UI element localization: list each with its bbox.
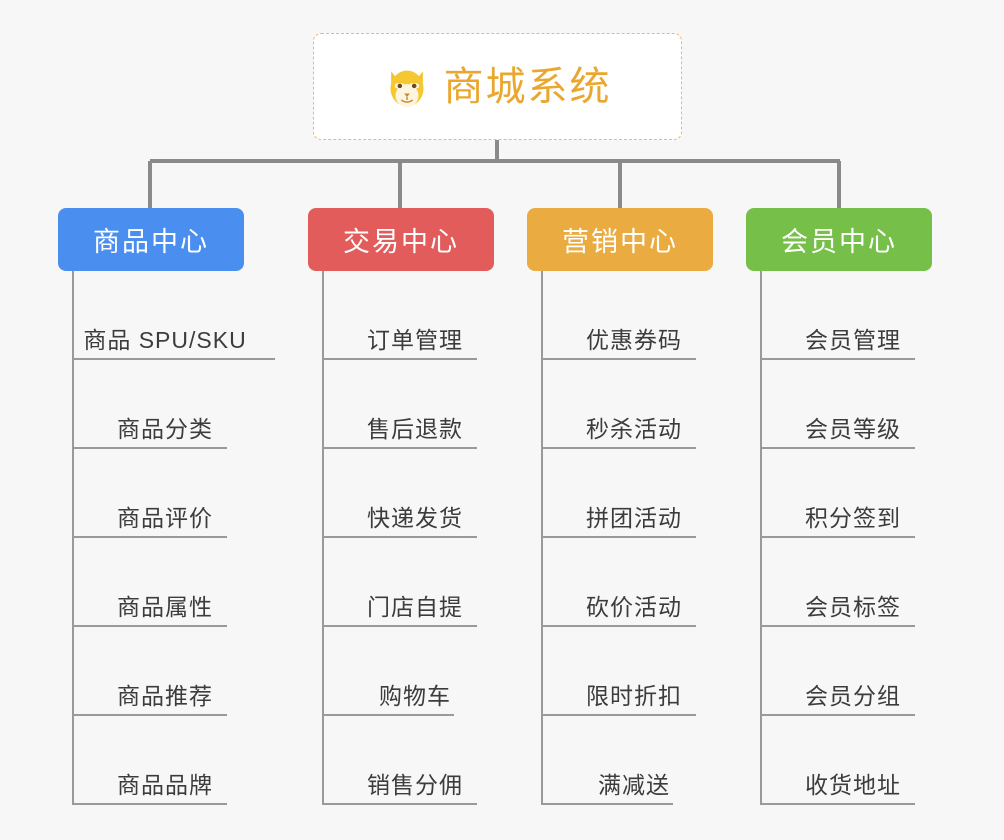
leaf-underline: [72, 714, 227, 716]
category-header-label: 会员中心: [781, 227, 897, 257]
leaf-underline: [760, 536, 915, 538]
column-marketing-center: 营销中心 优惠券码秒杀活动拼团活动砍价活动限时折扣满减送: [527, 208, 713, 805]
category-header-product-center[interactable]: 商品中心: [58, 208, 244, 271]
leaf-item[interactable]: 拼团活动: [541, 449, 727, 538]
category-header-label: 营销中心: [562, 227, 678, 257]
leaf-trunk-line: [760, 271, 762, 805]
leaf-item[interactable]: 快递发货: [322, 449, 508, 538]
leaf-item-label: 收货地址: [805, 772, 901, 798]
leaf-underline: [322, 625, 477, 627]
category-header-label: 交易中心: [343, 227, 459, 257]
shiba-dog-icon: [389, 69, 424, 107]
leaf-item[interactable]: 购物车: [322, 627, 508, 716]
leaf-item[interactable]: 积分签到: [760, 449, 946, 538]
leaf-item[interactable]: 商品评价: [72, 449, 258, 538]
leaf-underline: [322, 536, 477, 538]
leaf-underline: [72, 358, 275, 360]
leaf-underline: [760, 447, 915, 449]
leaf-item-label: 商品分类: [117, 416, 213, 442]
leaf-item[interactable]: 会员管理: [760, 271, 946, 360]
leaf-underline: [72, 625, 227, 627]
column-trade-center: 交易中心 订单管理售后退款快递发货门店自提购物车销售分佣: [308, 208, 494, 805]
leaf-item[interactable]: 会员等级: [760, 360, 946, 449]
leaf-list-marketing-center: 优惠券码秒杀活动拼团活动砍价活动限时折扣满减送: [541, 271, 727, 805]
leaf-item-label: 积分签到: [805, 505, 901, 531]
leaf-item[interactable]: 销售分佣: [322, 716, 508, 805]
leaf-underline: [541, 625, 696, 627]
leaf-underline: [322, 447, 477, 449]
leaf-item-label: 商品品牌: [117, 772, 213, 798]
leaf-item-label: 优惠券码: [586, 327, 682, 353]
leaf-underline: [541, 358, 696, 360]
leaf-item-label: 购物车: [379, 683, 451, 709]
category-header-marketing-center[interactable]: 营销中心: [527, 208, 713, 271]
root-node-title: 商城系统: [443, 64, 612, 109]
leaf-item[interactable]: 砍价活动: [541, 538, 727, 627]
root-node-mall-system[interactable]: 商城系统: [313, 33, 682, 140]
leaf-item-label: 会员等级: [805, 416, 901, 442]
leaf-item-label: 限时折扣: [586, 683, 682, 709]
leaf-item[interactable]: 售后退款: [322, 360, 508, 449]
leaf-underline: [322, 803, 477, 805]
leaf-item-label: 会员管理: [805, 327, 901, 353]
leaf-underline: [541, 536, 696, 538]
leaf-underline: [760, 803, 915, 805]
leaf-item-label: 拼团活动: [586, 505, 682, 531]
leaf-item[interactable]: 收货地址: [760, 716, 946, 805]
leaf-item[interactable]: 会员标签: [760, 538, 946, 627]
leaf-trunk-line: [541, 271, 543, 805]
leaf-underline: [541, 714, 696, 716]
leaf-item[interactable]: 限时折扣: [541, 627, 727, 716]
leaf-underline: [760, 358, 915, 360]
leaf-underline: [541, 803, 673, 805]
category-header-label: 商品中心: [93, 227, 209, 257]
category-header-member-center[interactable]: 会员中心: [746, 208, 932, 271]
leaf-item[interactable]: 会员分组: [760, 627, 946, 716]
leaf-item-label: 销售分佣: [367, 772, 463, 798]
leaf-item[interactable]: 满减送: [541, 716, 727, 805]
leaf-underline: [541, 447, 696, 449]
leaf-item[interactable]: 商品分类: [72, 360, 258, 449]
leaf-item[interactable]: 商品属性: [72, 538, 258, 627]
leaf-item-label: 会员标签: [805, 594, 901, 620]
leaf-list-product-center: 商品 SPU/SKU 商品分类商品评价商品属性商品推荐商品品牌: [72, 271, 275, 805]
leaf-item-label: 商品属性: [117, 594, 213, 620]
leaf-item-label: 快递发货: [367, 505, 463, 531]
category-header-trade-center[interactable]: 交易中心: [308, 208, 494, 271]
column-product-center: 商品中心 商品 SPU/SKU 商品分类商品评价商品属性商品推荐商品品牌: [58, 208, 275, 805]
leaf-underline: [760, 625, 915, 627]
leaf-underline: [72, 803, 227, 805]
leaf-item[interactable]: 商品推荐: [72, 627, 258, 716]
leaf-underline: [72, 536, 227, 538]
leaf-item-label: 订单管理: [367, 327, 463, 353]
leaf-trunk-line: [72, 271, 74, 805]
leaf-item-label: 商品推荐: [117, 683, 213, 709]
leaf-underline: [322, 714, 454, 716]
leaf-item-label: 门店自提: [367, 594, 463, 620]
column-member-center: 会员中心 会员管理会员等级积分签到会员标签会员分组收货地址: [746, 208, 932, 805]
leaf-list-trade-center: 订单管理售后退款快递发货门店自提购物车销售分佣: [322, 271, 508, 805]
leaf-item[interactable]: 商品 SPU/SKU: [72, 271, 275, 360]
leaf-item[interactable]: 商品品牌: [72, 716, 258, 805]
leaf-item-label: 满减送: [598, 772, 670, 798]
leaf-underline: [322, 358, 477, 360]
leaf-item-label: 砍价活动: [586, 594, 682, 620]
leaf-item-label: 会员分组: [805, 683, 901, 709]
leaf-item[interactable]: 门店自提: [322, 538, 508, 627]
leaf-item-label: 商品评价: [117, 505, 213, 531]
leaf-item[interactable]: 订单管理: [322, 271, 508, 360]
leaf-item[interactable]: 秒杀活动: [541, 360, 727, 449]
leaf-item[interactable]: 优惠券码: [541, 271, 727, 360]
leaf-trunk-line: [322, 271, 324, 805]
leaf-list-member-center: 会员管理会员等级积分签到会员标签会员分组收货地址: [760, 271, 946, 805]
leaf-underline: [72, 447, 227, 449]
leaf-item-label: 售后退款: [367, 416, 463, 442]
leaf-item-label: 秒杀活动: [586, 416, 682, 442]
leaf-underline: [760, 714, 915, 716]
leaf-item-label: 商品 SPU/SKU: [83, 327, 247, 353]
